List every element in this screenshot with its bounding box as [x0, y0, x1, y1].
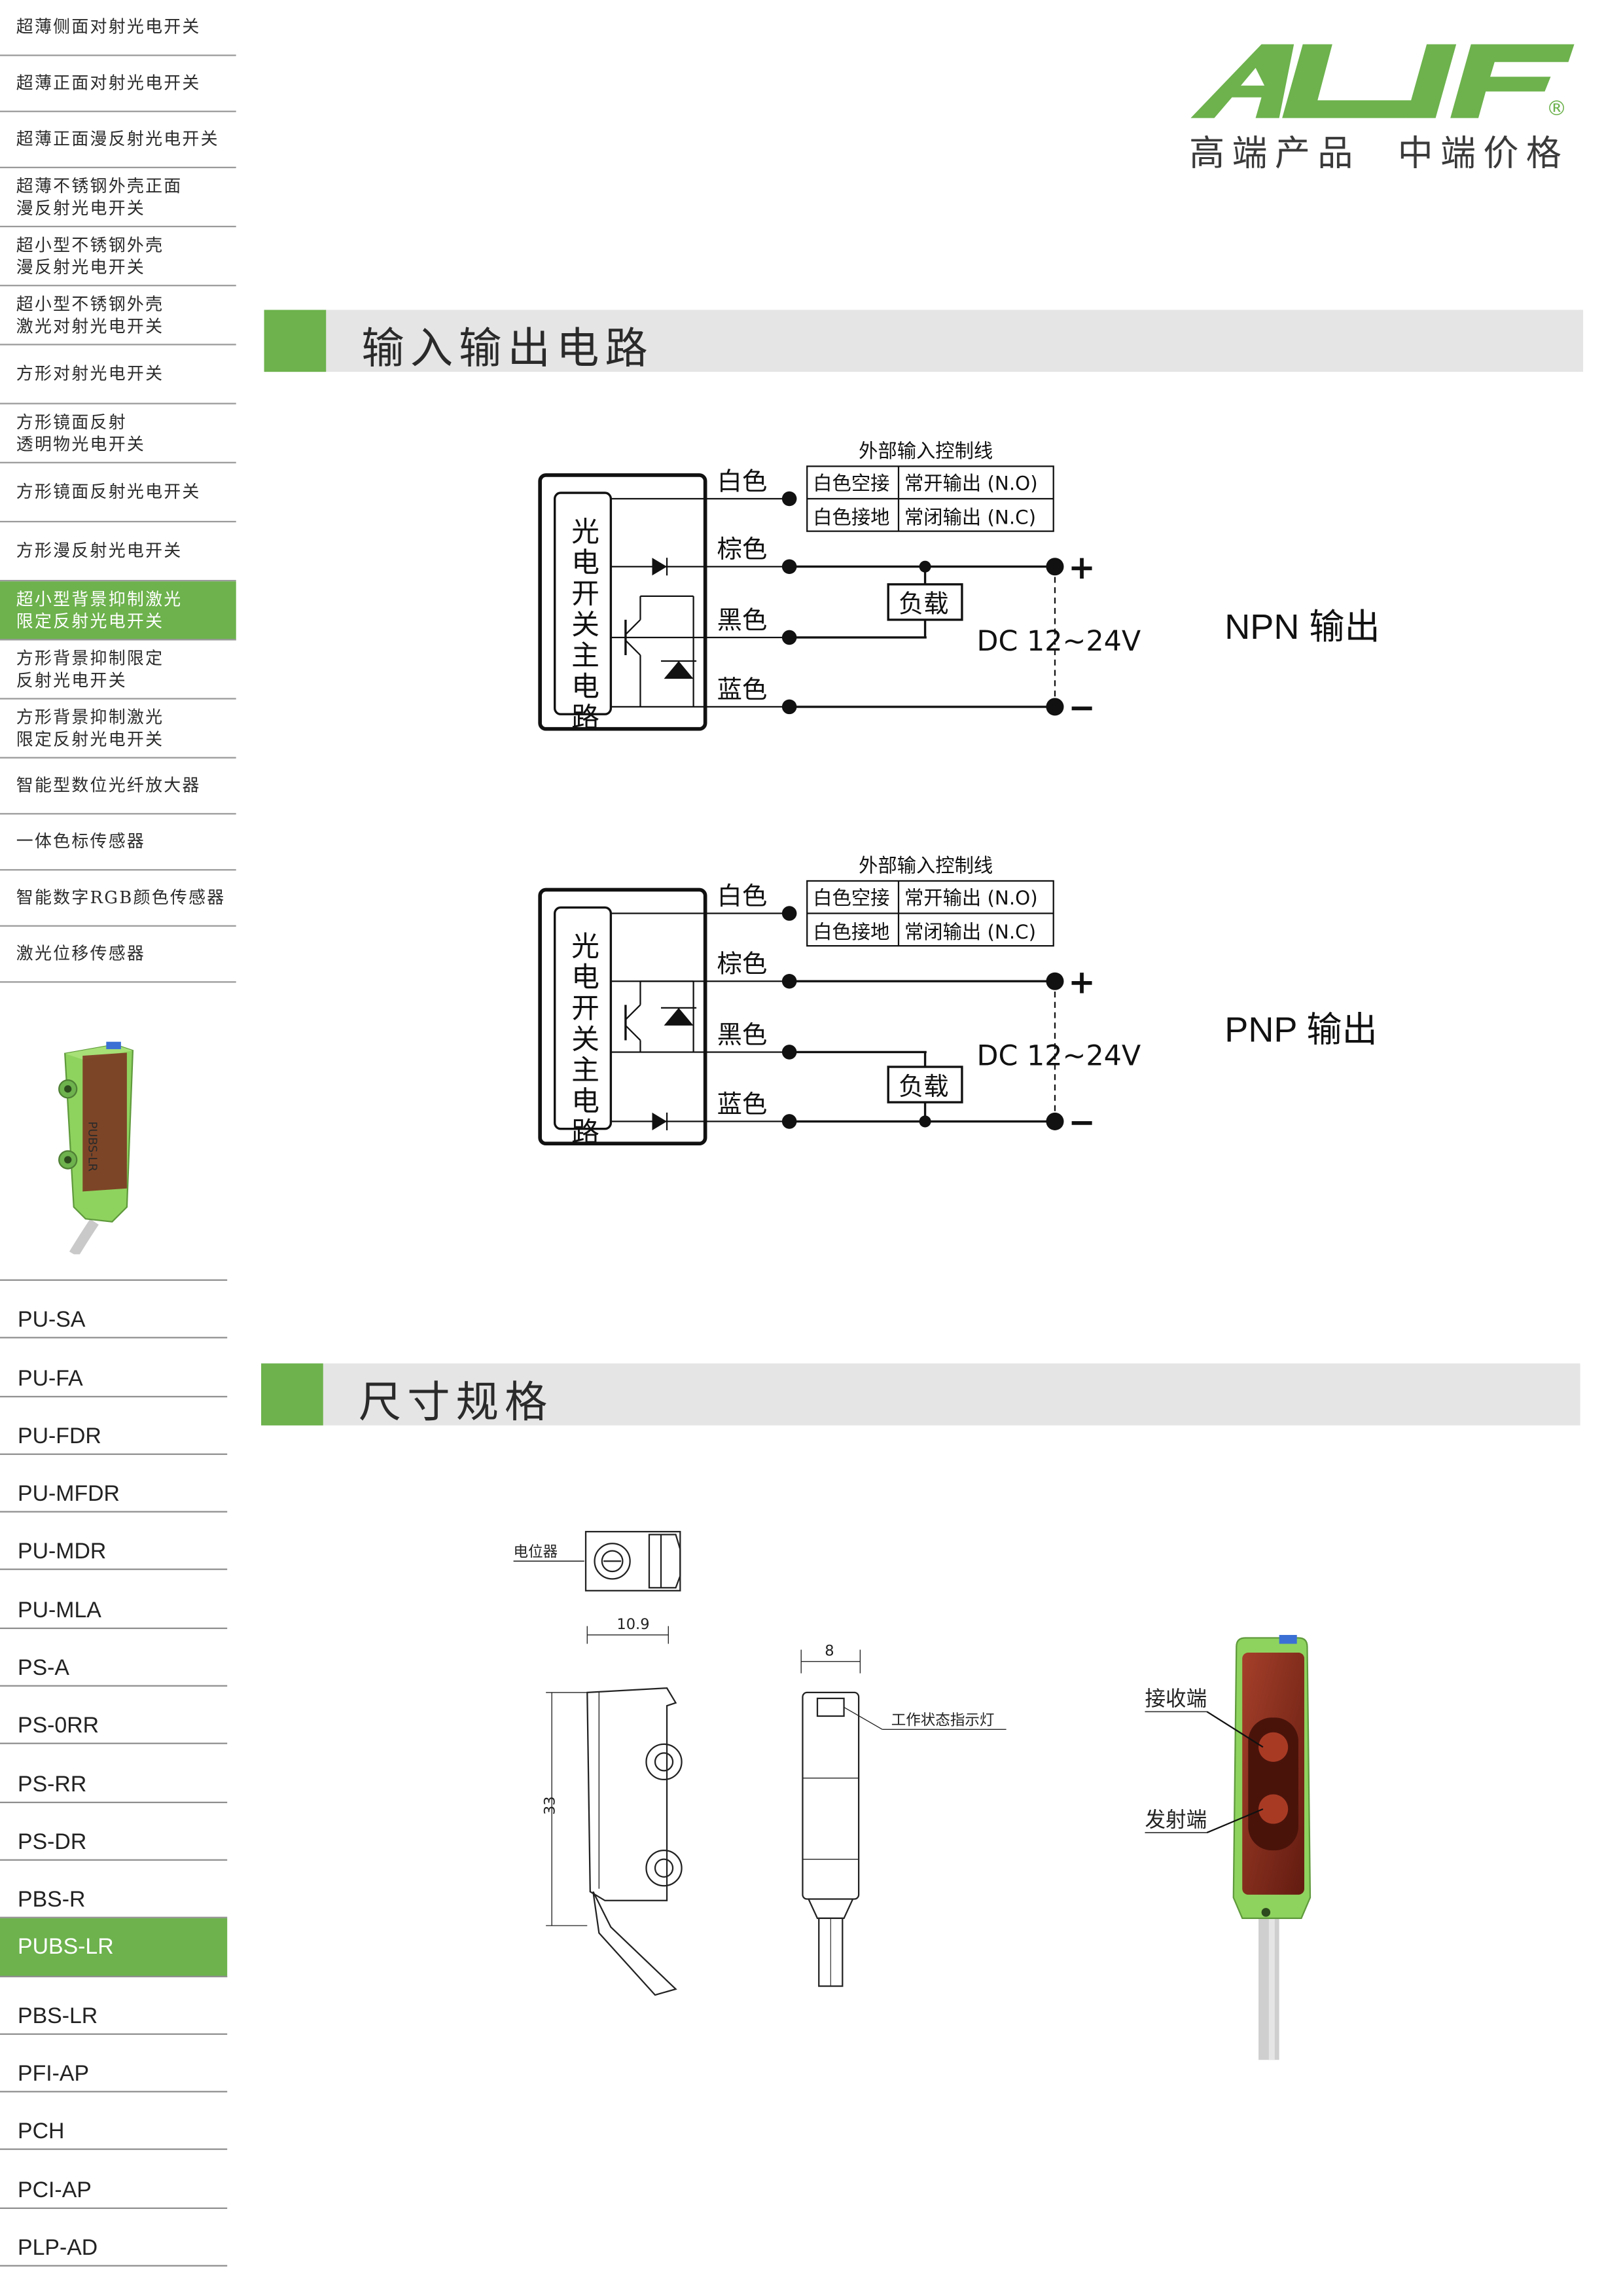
- npn-control-caption: 外部输入控制线: [859, 440, 993, 462]
- pnp-wire-blue: 蓝色: [717, 1090, 768, 1119]
- section-accent: [264, 310, 327, 372]
- sidebar-category-item[interactable]: 超小型不锈钢外壳 激光对射光电开关: [0, 286, 236, 346]
- sidebar-category-item[interactable]: 方形背景抑制激光 限定反射光电开关: [0, 700, 236, 759]
- sidebar-model-item[interactable]: PCI-AP: [0, 2151, 228, 2209]
- sidebar-category-item[interactable]: 一体色标传感器: [0, 814, 236, 871]
- npn-supply: DC 12~24V: [976, 625, 1141, 658]
- section-accent: [261, 1363, 323, 1426]
- npn-circuit-svg: 光电开关主电路 白色 棕色 黑色 蓝色: [538, 440, 1141, 733]
- npn-control-state-1: 白色接地: [813, 506, 889, 528]
- section-title: 输入输出电路: [361, 323, 654, 374]
- alif-logo: ®: [1185, 39, 1583, 171]
- depth-dimension: 8: [825, 1643, 834, 1660]
- sidebar-model-item[interactable]: PU-MDR: [0, 1513, 228, 1571]
- pnp-control-caption: 外部输入控制线: [859, 854, 993, 876]
- pnp-control-state-1: 白色接地: [813, 921, 889, 943]
- sidebar-category-item[interactable]: 方形镜面反射 透明物光电开关: [0, 404, 236, 463]
- npn-wire-blue: 蓝色: [717, 675, 768, 704]
- pnp-plus: +: [1068, 963, 1096, 1001]
- sidebar-category-item[interactable]: 超薄正面漫反射光电开关: [0, 112, 236, 169]
- npn-output-label: NPN 输出: [1224, 607, 1380, 648]
- sidebar-category-item[interactable]: 智能数字RGB颜色传感器: [0, 870, 236, 927]
- pnp-wire-black: 黑色: [717, 1020, 768, 1050]
- npn-plus: +: [1068, 548, 1096, 586]
- npn-wire-brown: 棕色: [717, 535, 768, 564]
- pnp-load-label: 负载: [899, 1072, 949, 1102]
- sidebar-category-item[interactable]: 超薄正面对射光电开关: [0, 56, 236, 113]
- sidebar-model-item[interactable]: PU-SA: [0, 1281, 228, 1339]
- sidebar-model-item[interactable]: PU-MFDR: [0, 1455, 228, 1513]
- npn-load-label: 负载: [899, 590, 949, 619]
- pnp-output-label: PNP 输出: [1224, 1011, 1378, 1051]
- pnp-control-mode-1: 常闭输出 (N.C): [904, 921, 1036, 943]
- sidebar-category-item[interactable]: 超薄侧面对射光电开关: [0, 0, 236, 56]
- product-model-text: PUBS-LR: [85, 1121, 99, 1172]
- npn-box-label: 光电开关主电路: [567, 516, 599, 733]
- sidebar-model-item[interactable]: PFI-AP: [0, 2035, 228, 2093]
- sidebar-category-item[interactable]: 方形对射光电开关: [0, 346, 236, 404]
- sidebar-model-item[interactable]: PU-MLA: [0, 1571, 228, 1629]
- logo-tagline: 高端产品 中端价格: [1189, 132, 1569, 175]
- pnp-minus: −: [1068, 1103, 1096, 1141]
- model-list-divider: [0, 1279, 228, 1281]
- sidebar-model-item[interactable]: PBS-R: [0, 1861, 228, 1919]
- sidebar-model-item[interactable]: PU-FA: [0, 1339, 228, 1397]
- height-dimension: 33: [542, 1796, 559, 1815]
- pnp-wire-brown: 棕色: [717, 950, 768, 979]
- sidebar-category-item[interactable]: 方形镜面反射光电开关: [0, 463, 236, 523]
- sidebar-model-item[interactable]: PCH: [0, 2092, 228, 2151]
- npn-minus: −: [1068, 689, 1096, 726]
- sidebar-model-item[interactable]: PS-RR: [0, 1745, 228, 1803]
- npn-control-mode-0: 常开输出 (N.O): [904, 472, 1038, 494]
- pnp-control-state-0: 白色空接: [813, 887, 889, 909]
- sidebar-model-item[interactable]: PS-DR: [0, 1803, 228, 1861]
- npn-circuit-diagram: 光电开关主电路 白色 棕色 黑色 蓝色: [531, 428, 1151, 745]
- receiver-label: 接收端: [1145, 1687, 1207, 1711]
- npn-wire-black: 黑色: [717, 605, 768, 635]
- indicator-label: 工作状态指示灯: [891, 1712, 995, 1729]
- product-photo: 接收端 发射端: [1136, 1632, 1372, 2074]
- pnp-control-mode-0: 常开输出 (N.O): [904, 887, 1038, 909]
- sidebar-category-item[interactable]: 方形漫反射光电开关: [0, 522, 236, 582]
- section-dimensions-header: 尺寸规格: [261, 1363, 1580, 1427]
- potentiometer-label: 电位器: [514, 1543, 558, 1560]
- sidebar-category-item[interactable]: 智能型数位光纤放大器: [0, 759, 236, 815]
- sidebar-model-item[interactable]: PS-0RR: [0, 1687, 228, 1745]
- sidebar-model-item[interactable]: PS-A: [0, 1629, 228, 1687]
- pnp-supply: DC 12~24V: [976, 1040, 1141, 1073]
- dimension-drawing: 电位器 10.9 33 8: [502, 1520, 1033, 2007]
- sidebar-model-item[interactable]: PBS-LR: [0, 1977, 228, 2035]
- section-title: 尺寸规格: [358, 1376, 554, 1427]
- npn-control-state-0: 白色空接: [813, 472, 889, 494]
- sidebar-model-item[interactable]: PLP-AD: [0, 2209, 228, 2267]
- sidebar-category-item[interactable]: 激光位移传感器: [0, 927, 236, 983]
- npn-wire-white: 白色: [717, 467, 768, 496]
- registered-mark: ®: [1546, 97, 1567, 120]
- pnp-box-label: 光电开关主电路: [567, 931, 599, 1148]
- npn-control-mode-1: 常闭输出 (N.C): [904, 506, 1036, 528]
- emitter-label: 发射端: [1145, 1808, 1207, 1832]
- sidebar-model-item[interactable]: PU-FDR: [0, 1397, 228, 1455]
- pnp-circuit-diagram: 光电开关主电路 白色 棕色 黑色 蓝色: [531, 842, 1151, 1160]
- sidebar-model-item[interactable]: PUBS-LR: [0, 1918, 228, 1977]
- pnp-circuit-svg: 光电开关主电路 白色 棕色 黑色 蓝色: [538, 854, 1141, 1148]
- sidebar-category-item[interactable]: 方形背景抑制限定 反射光电开关: [0, 640, 236, 700]
- sidebar-category-item[interactable]: 超薄不锈钢外壳正面 漫反射光电开关: [0, 168, 236, 228]
- section-circuit-header: 输入输出电路: [264, 310, 1584, 373]
- sidebar-category-item[interactable]: 超小型背景抑制激光 限定反射光电开关: [0, 581, 236, 641]
- sidebar-category-item[interactable]: 超小型不锈钢外壳 漫反射光电开关: [0, 227, 236, 287]
- pnp-wire-white: 白色: [717, 882, 768, 911]
- sidebar-product-image: PUBS-LR: [29, 1033, 192, 1257]
- width-dimension: 10.9: [616, 1616, 649, 1633]
